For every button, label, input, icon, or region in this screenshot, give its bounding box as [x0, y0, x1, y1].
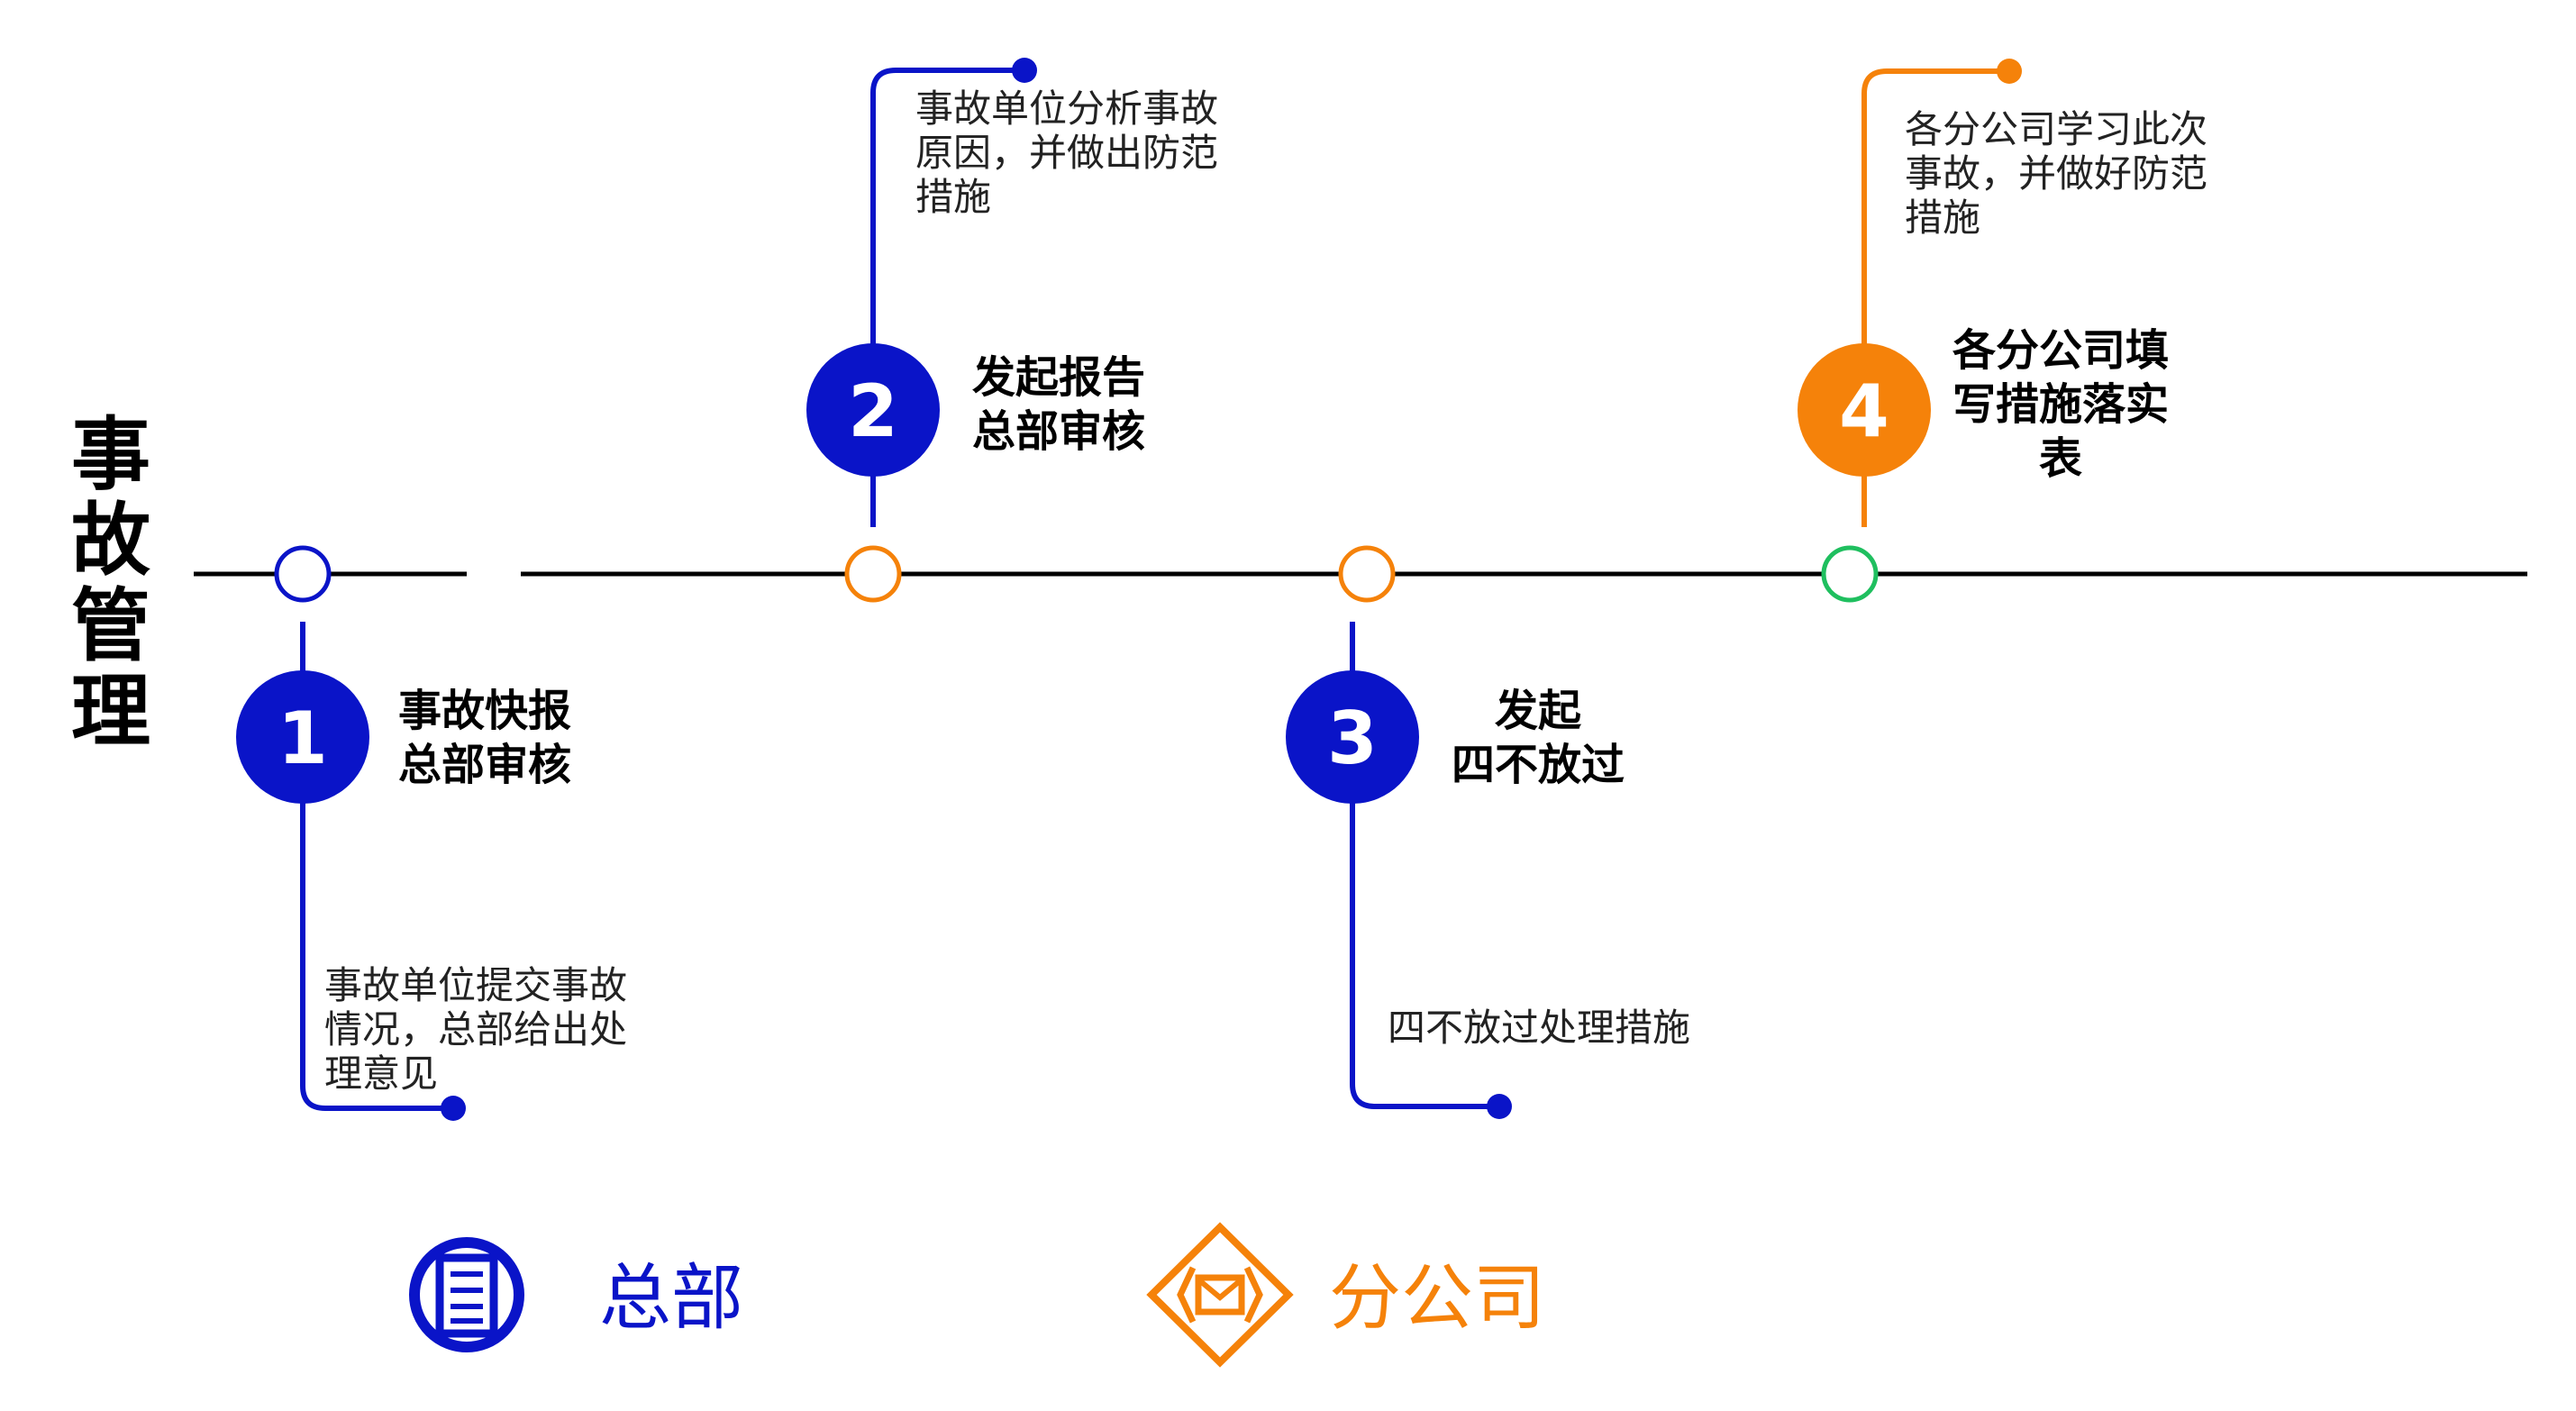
step-title-1-line-1: 事故快报: [398, 686, 571, 736]
timeline-marker-3: [1338, 545, 1396, 603]
side-title-char-2: 故: [71, 494, 150, 587]
legend-label-headquarters: 总部: [599, 1256, 743, 1340]
timeline-marker-1: [274, 545, 332, 603]
connector-2: [870, 68, 1024, 527]
step-desc-1-line-3: 理意见: [324, 1051, 438, 1096]
side-title-char-4: 理: [71, 665, 150, 758]
step-node-2: [806, 343, 940, 477]
step-node-1: [236, 670, 369, 804]
step-desc-4-line-2: 事故，并做好防范: [1905, 151, 2207, 196]
side-title-char-1: 事: [71, 408, 150, 501]
step-title-2-line-2: 总部审核: [972, 406, 1145, 457]
step-title-3-line-1: 发起: [1495, 686, 1582, 736]
step-number-2: 2: [848, 369, 898, 453]
step-desc-2-line-3: 措施: [915, 175, 991, 219]
step-desc-1-line-1: 事故单位提交事故: [324, 963, 627, 1007]
connector-1: [300, 622, 453, 1111]
timeline-marker-2: [844, 545, 902, 603]
step-title-4-line-2: 写措施落实: [1952, 379, 2169, 430]
step-node-4: [1798, 343, 1931, 477]
step-desc-1-line-2: 情况，总部给出处: [324, 1007, 627, 1051]
step-number-4: 4: [1839, 369, 1889, 453]
side-title: 事 故 管 理: [71, 408, 150, 758]
connector-end-dot-4: [1997, 59, 2022, 84]
step-2: 2 发起报告 总部审核 事故单位分析事故 原因，并做出防范 措施: [806, 58, 1218, 603]
step-desc-2-line-1: 事故单位分析事故: [915, 86, 1218, 131]
step-desc-3-line-1: 四不放过处理措施: [1388, 1006, 1690, 1050]
step-4: 4 各分公司填 写措施落实 表 各分公司学习此次 事故，并做好防范 措施: [1798, 59, 2207, 603]
connector-4: [1861, 68, 2009, 527]
step-title-3-line-2: 四不放过: [1452, 740, 1625, 790]
step-number-3: 3: [1327, 696, 1378, 780]
step-title-4-line-3: 表: [2039, 433, 2082, 484]
legend-label-branch: 分公司: [1329, 1256, 1545, 1340]
step-title-1-line-2: 总部审核: [398, 740, 571, 790]
side-title-char-3: 管: [71, 579, 150, 672]
step-desc-4-line-1: 各分公司学习此次: [1905, 107, 2207, 151]
step-number-1: 1: [278, 696, 328, 780]
connector-end-dot-2: [1012, 58, 1037, 83]
legend: 总部 分公司: [409, 1222, 1545, 1368]
step-desc-4-line-3: 措施: [1905, 196, 1980, 240]
envelope-diamond-icon: [1146, 1222, 1294, 1368]
step-desc-2-line-2: 原因，并做出防范: [915, 131, 1218, 175]
connector-3: [1350, 622, 1499, 1109]
step-node-3: [1286, 670, 1419, 804]
connector-end-dot-1: [441, 1096, 466, 1121]
step-title-2-line-1: 发起报告: [972, 352, 1145, 403]
connector-end-dot-3: [1487, 1094, 1512, 1119]
timeline-marker-4: [1821, 545, 1879, 603]
building-icon: [409, 1237, 524, 1352]
step-1: 1 事故快报 总部审核 事故单位提交事故 情况，总部给出处 理意见: [236, 545, 627, 1121]
step-title-4-line-1: 各分公司填: [1952, 325, 2169, 376]
step-3: 3 发起 四不放过 四不放过处理措施: [1286, 545, 1690, 1119]
